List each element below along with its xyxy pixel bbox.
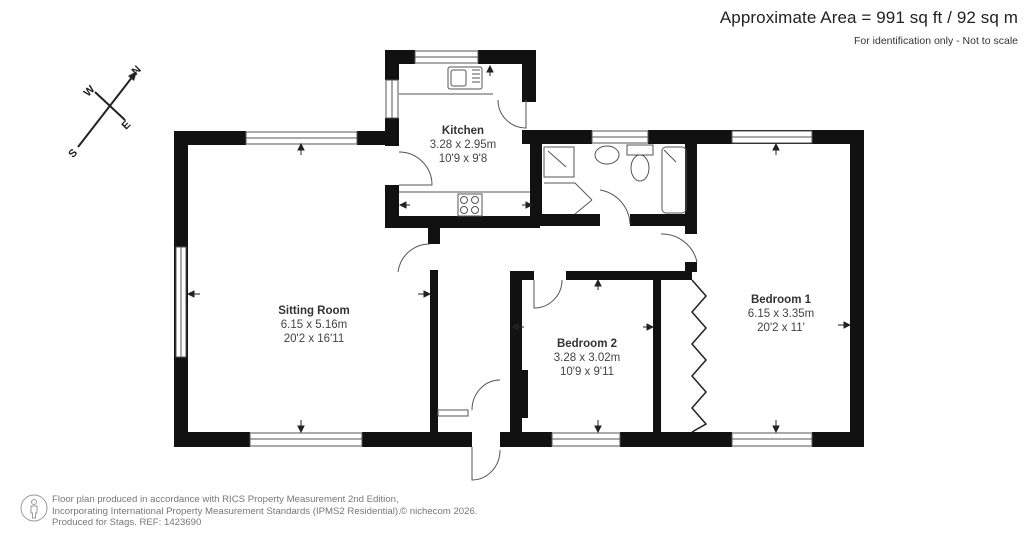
disclaimer: For identification only - Not to scale [854, 35, 1018, 47]
wardrobe-doors [691, 279, 708, 433]
room-imperial: 20'2 x 16'11 [284, 333, 344, 345]
room-metric: 3.28 x 2.95m [430, 139, 496, 151]
copyright: © nichecom 2026. [400, 505, 478, 517]
room-sitting-room-label: Sitting Room 6.15 x 5.16m 20'2 x 16'11 [278, 305, 350, 345]
compass-south: S [66, 147, 80, 161]
room-imperial: 10'9 x 9'8 [439, 153, 488, 165]
room-name: Kitchen [442, 125, 484, 137]
approximate-area: Approximate Area = 991 sq ft / 92 sq m [719, 8, 1018, 27]
compass-west: W [82, 83, 98, 99]
footer-notes: Floor plan produced in accordance with R… [52, 494, 477, 529]
room-imperial: 20'2 x 11' [757, 322, 805, 334]
footer-line-1: Floor plan produced in accordance with R… [52, 494, 399, 505]
kitchen-fittings [399, 66, 530, 217]
compass-east: E [120, 119, 134, 133]
room-name: Bedroom 1 [751, 294, 812, 306]
room-metric: 6.15 x 3.35m [748, 308, 814, 320]
compass-icon: N W E S [66, 64, 143, 161]
room-metric: 3.28 x 3.02m [554, 352, 620, 364]
walls [174, 50, 864, 447]
room-imperial: 10'9 x 9'11 [560, 366, 614, 378]
room-name: Sitting Room [278, 305, 350, 317]
room-metric: 6.15 x 5.16m [281, 319, 347, 331]
footer-line-3: Produced for Stags. REF: 1423690 [52, 517, 202, 529]
person-outline-icon [20, 494, 48, 522]
windows [175, 50, 813, 447]
bathroom-fittings [543, 144, 687, 215]
room-bedroom-1-label: Bedroom 1 6.15 x 3.35m 20'2 x 11' [748, 294, 814, 334]
room-kitchen-label: Kitchen 3.28 x 2.95m 10'9 x 9'8 [430, 125, 496, 165]
doors [397, 99, 698, 481]
dimension-arrows [186, 64, 852, 434]
room-name: Bedroom 2 [557, 338, 617, 350]
room-bedroom-2-label: Bedroom 2 3.28 x 3.02m 10'9 x 9'11 [554, 338, 620, 378]
footer-line-2: Incorporating International Property Mea… [52, 505, 401, 517]
